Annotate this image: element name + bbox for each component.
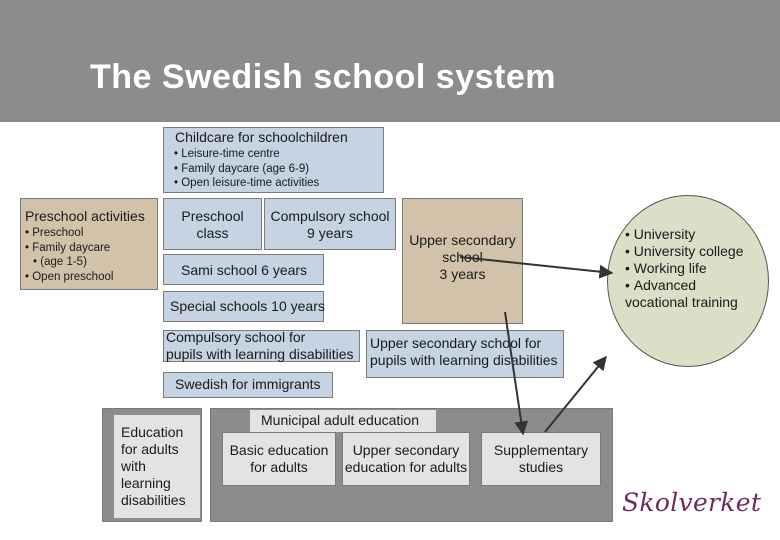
adult-ld-line: Education bbox=[121, 424, 184, 440]
preschool-activities-item: Preschool bbox=[25, 226, 113, 241]
upper-secondary-line: Upper secondary bbox=[409, 232, 516, 248]
compulsory-ld-line: pupils with learning disabilities bbox=[166, 346, 354, 362]
preschool-activities-list: Preschool Family daycare (age 1-5) Open … bbox=[25, 226, 113, 284]
supplementary-box bbox=[481, 432, 601, 486]
further-item-continuation: vocational training bbox=[625, 294, 738, 310]
preschool-class-line: class bbox=[196, 225, 229, 241]
further-item: University college bbox=[625, 243, 744, 260]
compulsory-ld-line: Compulsory school for bbox=[166, 329, 306, 345]
preschool-class-line: Preschool bbox=[181, 208, 244, 224]
adult-ld-box bbox=[114, 415, 200, 518]
special-schools-box bbox=[163, 291, 324, 322]
immigrants-box bbox=[163, 372, 333, 398]
adult-ld-line: disabilities bbox=[121, 492, 186, 508]
adult-ld-label: Education for adults with learning disab… bbox=[121, 424, 186, 509]
compulsory-ld-label: Compulsory school for pupils with learni… bbox=[166, 329, 354, 363]
supplementary-line: studies bbox=[518, 459, 564, 475]
further-education-list: University University college Working li… bbox=[625, 226, 744, 294]
preschool-class-box bbox=[163, 198, 262, 250]
supplementary-line: Supplementary bbox=[493, 442, 589, 458]
preschool-activities-heading: Preschool activities bbox=[25, 208, 145, 224]
upper-secondary-adult-line: education for adults bbox=[344, 459, 468, 475]
municipal-adult-heading-bg bbox=[250, 410, 436, 432]
basic-education-box bbox=[222, 432, 336, 486]
upper-secondary-ld-box bbox=[366, 330, 564, 378]
upper-secondary-adult-label: Upper secondary education for adults bbox=[342, 442, 470, 476]
page-title: The Swedish school system bbox=[90, 58, 556, 96]
adult-ld-line: with bbox=[121, 458, 146, 474]
childcare-item: Open leisure-time activities bbox=[174, 176, 319, 191]
further-item: University bbox=[625, 226, 744, 243]
childcare-heading: Childcare for schoolchildren bbox=[175, 129, 348, 145]
upper-secondary-adult-box bbox=[342, 432, 470, 486]
childcare-item: Leisure-time centre bbox=[174, 147, 319, 162]
compulsory-school-line: Compulsory school bbox=[270, 208, 390, 224]
further-education-label: University University college Working li… bbox=[625, 226, 744, 311]
adult-ld-line: learning bbox=[121, 475, 171, 491]
arrow-supplementary-to-further bbox=[544, 355, 607, 433]
compulsory-ld-box bbox=[163, 330, 360, 362]
arrow-upper-secondary-to-further bbox=[459, 256, 614, 279]
header-bar bbox=[0, 0, 780, 122]
sami-school-label: Sami school 6 years bbox=[181, 262, 308, 278]
sami-school-box bbox=[163, 254, 324, 285]
preschool-class-label: Preschool class bbox=[163, 208, 262, 242]
special-schools-label: Special schools 10 years bbox=[170, 298, 325, 314]
preschool-activities-item: (age 1-5) bbox=[25, 255, 113, 270]
basic-education-line: for adults bbox=[250, 459, 308, 475]
compulsory-school-box bbox=[264, 198, 396, 250]
upper-secondary-ld-line: Upper secondary school for bbox=[370, 335, 542, 351]
adult-ld-line: for adults bbox=[121, 441, 179, 457]
preschool-activities-age: (age 1-5) bbox=[40, 256, 87, 268]
compulsory-school-label: Compulsory school 9 years bbox=[264, 208, 396, 242]
upper-secondary-line: 3 years bbox=[439, 266, 486, 282]
basic-education-line: Basic education bbox=[229, 442, 329, 458]
arrow-upper-secondary-to-supplementary bbox=[504, 311, 529, 436]
supplementary-label: Supplementary studies bbox=[481, 442, 601, 476]
compulsory-school-line: 9 years bbox=[307, 225, 353, 241]
municipal-adult-heading: Municipal adult education bbox=[261, 412, 419, 428]
further-item: Advanced bbox=[625, 277, 744, 294]
childcare-item: Family daycare (age 6-9) bbox=[174, 162, 319, 177]
childcare-list: Leisure-time centre Family daycare (age … bbox=[174, 147, 319, 191]
further-item: Working life bbox=[625, 260, 744, 277]
preschool-activities-item: Family daycare bbox=[25, 241, 113, 256]
skolverket-logo: Skolverket bbox=[622, 488, 762, 517]
upper-secondary-adult-line: Upper secondary bbox=[352, 442, 460, 458]
basic-education-label: Basic education for adults bbox=[222, 442, 336, 476]
preschool-activities-item: Open preschool bbox=[25, 270, 113, 285]
immigrants-label: Swedish for immigrants bbox=[175, 376, 321, 392]
